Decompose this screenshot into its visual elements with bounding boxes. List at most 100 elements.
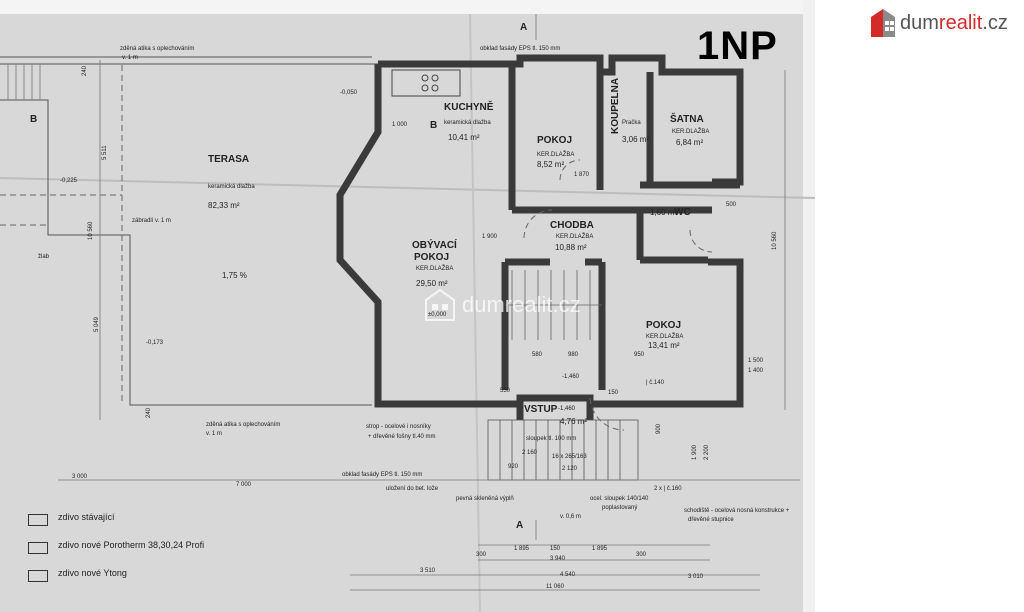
brand-name-part-3: .cz [982, 11, 1008, 34]
room-surface-pokoj-1: KER.DLAŽBA [537, 150, 574, 158]
building-walls [336, 54, 744, 420]
dim-side-1: 5 511 [102, 145, 108, 160]
floor-badge: 1NP [697, 24, 778, 68]
terrace-outline [0, 56, 380, 406]
watermark: dumrealit.cz [424, 288, 581, 322]
kitchen-counter [391, 69, 461, 97]
room-name-obyvaci: OBÝVACÍ [412, 238, 457, 251]
note-ocel-sloupek: ocel. sloupek 140/140 [590, 496, 649, 502]
dim-left-1: 7 000 [236, 482, 252, 488]
floor-plan-drawing [0, 0, 815, 612]
dim-bottom-1-4: 300 [636, 552, 647, 558]
legend-label: zdivo stávající [58, 512, 115, 522]
floor-plan-sheet: TERASA keramická dlažba 82,33 m² 1,75 % … [0, 0, 815, 612]
dim-misc-8: 2 160 [522, 450, 538, 456]
note-zlab: žlab [38, 254, 50, 260]
level-c: -0,173 [146, 340, 164, 346]
room-surface-satna: KER.DLAŽBA [672, 127, 709, 135]
dim-bottom-1-1: 1 895 [514, 546, 530, 552]
dim-misc-13: 150 [608, 390, 619, 396]
dim-misc-2: 1 400 [748, 368, 764, 374]
dim-misc-7: 2 120 [562, 466, 578, 472]
note-atika-top-height: v. 1 m [122, 55, 138, 61]
room-name-kuchyne: KUCHYNĚ [444, 100, 494, 113]
dim-bottom-1-0: 300 [476, 552, 487, 558]
room-name-pokoj-1: POKOJ [537, 135, 572, 146]
room-area-wc: 1,60 m² [650, 208, 677, 217]
section-mark-a-top: A [520, 22, 527, 33]
plan-labels: TERASA keramická dlažba 82,33 m² 1,75 % … [30, 22, 790, 590]
dim-misc-9: 1 900 [692, 444, 698, 460]
terrace-slope: 1,75 % [222, 271, 247, 280]
room-surface-obyvaci: KER.DLAŽBA [416, 264, 453, 272]
brand-logo[interactable]: dumrealit.cz [870, 8, 1008, 38]
room-surface-chodba: KER.DLAŽBA [556, 232, 593, 240]
room-area-pokoj-2: 13,41 m² [648, 341, 680, 350]
dim-bottom-total: 11 060 [546, 584, 565, 590]
room-surface-pokoj-2: KER.DLAŽBA [646, 332, 683, 340]
dim-bottom-2-0: 3 510 [420, 568, 436, 574]
house-logo-icon [871, 9, 895, 37]
note-atika-bottom-height: v. 1 m [206, 431, 222, 437]
section-mark-b-left: B [30, 114, 37, 125]
dim-misc-17: 1 000 [392, 122, 408, 128]
dim-bottom-1-3: 1 895 [592, 546, 608, 552]
room-name-terasa: TERASA [208, 154, 249, 165]
note-atika-top: zděná atika s oplechováním [120, 46, 194, 52]
dim-misc-0: 900 [656, 423, 662, 434]
room-name-chodba: CHODBA [550, 220, 594, 231]
room-area-kuchyne: 10,41 m² [448, 133, 480, 142]
note-atika-bottom: zděná atika s oplechováním [206, 422, 280, 428]
dim-misc-12: | č.140 [646, 380, 665, 386]
room-surface-terasa: keramická dlažba [208, 184, 255, 190]
legend-swatch [28, 570, 48, 582]
room-name-wc: WC [674, 207, 691, 218]
dimension-lines [58, 14, 800, 591]
room-area-terasa: 82,33 m² [208, 201, 240, 210]
room-area-pokoj-1: 8,52 m² [537, 160, 564, 169]
room-name-pokoj-2: POKOJ [646, 320, 681, 331]
dim-side-4: 240 [146, 407, 152, 418]
note-strop-2: + dřevěné fošny tl.40 mm [368, 434, 436, 440]
legend-swatch [28, 542, 48, 554]
room-area-obyvaci: 29,50 m² [416, 279, 448, 288]
note-v06: v. 0,6 m [560, 514, 581, 520]
level-d: -1,460 [562, 374, 580, 380]
watermark-text: dumrealit.cz [462, 292, 581, 317]
door-swings [523, 159, 713, 431]
note-sloupek: sloupek tl. 100 mm [526, 436, 576, 442]
note-zabradli: zábradlí v. 1 m [132, 218, 171, 224]
level-a: -0,050 [340, 90, 358, 96]
room-area-vstup: 4,76 m² [560, 417, 587, 426]
room-name-satna: ŠATNA [670, 112, 704, 125]
note-vypln: pevná skleněná výplň [456, 496, 514, 502]
level-b: -0,225 [60, 178, 78, 184]
note-schodiste: schodiště - ocelová nosná konstrukce + [684, 508, 790, 514]
dim-left-0: 3 000 [72, 474, 88, 480]
room-area-koupelna: 3,06 m² [622, 135, 649, 144]
dim-misc-11: 2 x | č.160 [654, 486, 682, 492]
dim-misc-18: 1 900 [482, 234, 498, 240]
note-stairs: 16 x 265/163 [552, 454, 587, 460]
room-area-satna: 6,84 m² [676, 138, 703, 147]
entrance-stairs [487, 419, 639, 481]
dim-misc-3: 580 [532, 352, 543, 358]
note-ulozeni: uložení do bet. lože [386, 486, 439, 492]
interior-stairs [505, 270, 602, 340]
dim-side-right: 10 560 [772, 231, 778, 250]
dim-misc-4: 980 [568, 352, 579, 358]
level-e: -1,460 [558, 406, 576, 412]
dim-side-0: 240 [82, 65, 88, 76]
dim-bottom-1-2: 150 [550, 546, 561, 552]
note-fasada-bottom: obklad fasády EPS tl. 150 mm [342, 472, 422, 478]
room-area-chodba: 10,88 m² [555, 243, 587, 252]
dim-misc-16: 500 [726, 202, 737, 208]
room-name-obyvaci-2: POKOJ [414, 252, 449, 263]
room-name-vstup: VSTUP [524, 404, 558, 415]
note-schodiste-2: dřevěné stupnice [688, 517, 734, 523]
note-poplastovany: poplastovaný [602, 505, 637, 511]
dim-bottom-2-1: 4 540 [560, 572, 576, 578]
laundry-label: Pračka [622, 120, 641, 126]
dim-misc-15: 1 870 [574, 172, 590, 178]
watermark-house-icon [425, 288, 455, 321]
